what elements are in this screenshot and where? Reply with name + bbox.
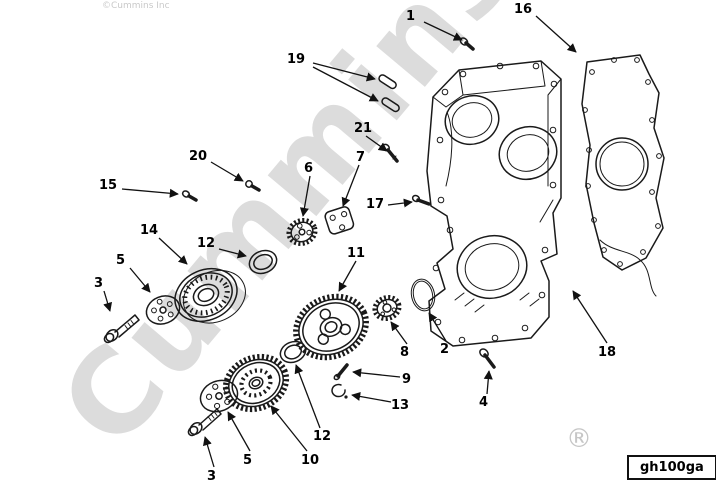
- callout-21: 21: [354, 121, 373, 136]
- callout-17: 17: [366, 197, 385, 212]
- leader-6: [299, 175, 311, 217]
- callout-18: 18: [598, 345, 617, 360]
- leader-3a: [103, 290, 113, 312]
- part-6-gear: [286, 217, 318, 247]
- callout-11: 11: [347, 246, 366, 261]
- leader-17: [387, 198, 413, 208]
- callout-14: 14: [140, 223, 159, 238]
- leader-14: [158, 237, 188, 265]
- part-1-plug: [459, 37, 475, 51]
- figure-code-box: gh100ga: [627, 455, 716, 480]
- leader-12b: [294, 364, 321, 429]
- part-11-gear: [293, 293, 369, 361]
- callout-9: 9: [402, 372, 412, 387]
- leader-lines: [103, 15, 608, 468]
- part-16-gasket: [581, 54, 665, 297]
- part-21-bolt: [382, 143, 399, 163]
- callout-4: 4: [479, 395, 489, 410]
- gasket-bolt-holes: [582, 57, 662, 267]
- callout-5a: 5: [116, 253, 126, 268]
- figure-code-label: gh100ga: [640, 460, 704, 475]
- leader-5a: [129, 267, 151, 293]
- callout-3a: 3: [94, 276, 104, 291]
- part-7-cover-plate: [324, 206, 355, 235]
- part-8-hub: [372, 294, 402, 322]
- part-10-gear: [222, 353, 290, 413]
- part-17-screw: [411, 194, 431, 206]
- part-14-bearing: [174, 267, 246, 324]
- registered-trademark-symbol: ®: [566, 424, 592, 454]
- callout-16: 16: [514, 2, 533, 17]
- leader-7: [341, 164, 360, 207]
- part-5-plate-upper: [145, 295, 181, 325]
- part-12-ring-upper: [248, 249, 278, 275]
- part-18-housing: [426, 60, 562, 347]
- callout-20: 20: [189, 149, 208, 164]
- leader-3b: [202, 436, 215, 468]
- leader-10: [270, 405, 308, 452]
- leader-5b: [227, 411, 251, 452]
- leader-4: [483, 370, 493, 395]
- callout-5b: 5: [243, 453, 253, 468]
- leader-1: [423, 21, 463, 41]
- callout-2: 2: [440, 342, 450, 357]
- part-3-bolt-lower: [187, 408, 222, 437]
- copyright-text: ©Cummins Inc: [102, 1, 170, 11]
- callout-1: 1: [406, 9, 416, 24]
- leader-15: [121, 188, 179, 198]
- part-20-fitting: [245, 180, 261, 192]
- part-2-oring: [410, 278, 436, 312]
- leader-9: [352, 368, 401, 378]
- part-3-bolt-upper: [103, 314, 140, 344]
- leader-16: [535, 15, 577, 53]
- callout-7: 7: [356, 150, 366, 165]
- leader-19a: [312, 62, 376, 82]
- callout-12a: 12: [197, 236, 216, 251]
- callout-12b: 12: [313, 429, 332, 444]
- callout-15: 15: [99, 178, 118, 193]
- housing-bolt-holes: [432, 62, 558, 344]
- callout-10: 10: [301, 453, 320, 468]
- callout-13: 13: [391, 398, 410, 413]
- leader-18: [572, 290, 608, 344]
- callout-19: 19: [287, 52, 306, 67]
- leader-20: [210, 161, 244, 182]
- callout-8: 8: [400, 345, 410, 360]
- leader-19b: [312, 66, 379, 102]
- part-19-dowel-pins: [378, 74, 400, 113]
- part-9-pin: [333, 363, 349, 381]
- part-4-bolt: [479, 348, 496, 369]
- callout-6: 6: [304, 161, 314, 176]
- leader-11: [338, 260, 357, 292]
- leader-12a: [218, 248, 247, 259]
- part-15-screw: [181, 190, 198, 202]
- leader-13: [351, 391, 392, 403]
- part-13-clip: [331, 383, 348, 399]
- leader-21: [365, 135, 388, 152]
- leader-8: [390, 321, 408, 345]
- leader-2: [428, 312, 447, 342]
- callout-3b: 3: [207, 469, 217, 484]
